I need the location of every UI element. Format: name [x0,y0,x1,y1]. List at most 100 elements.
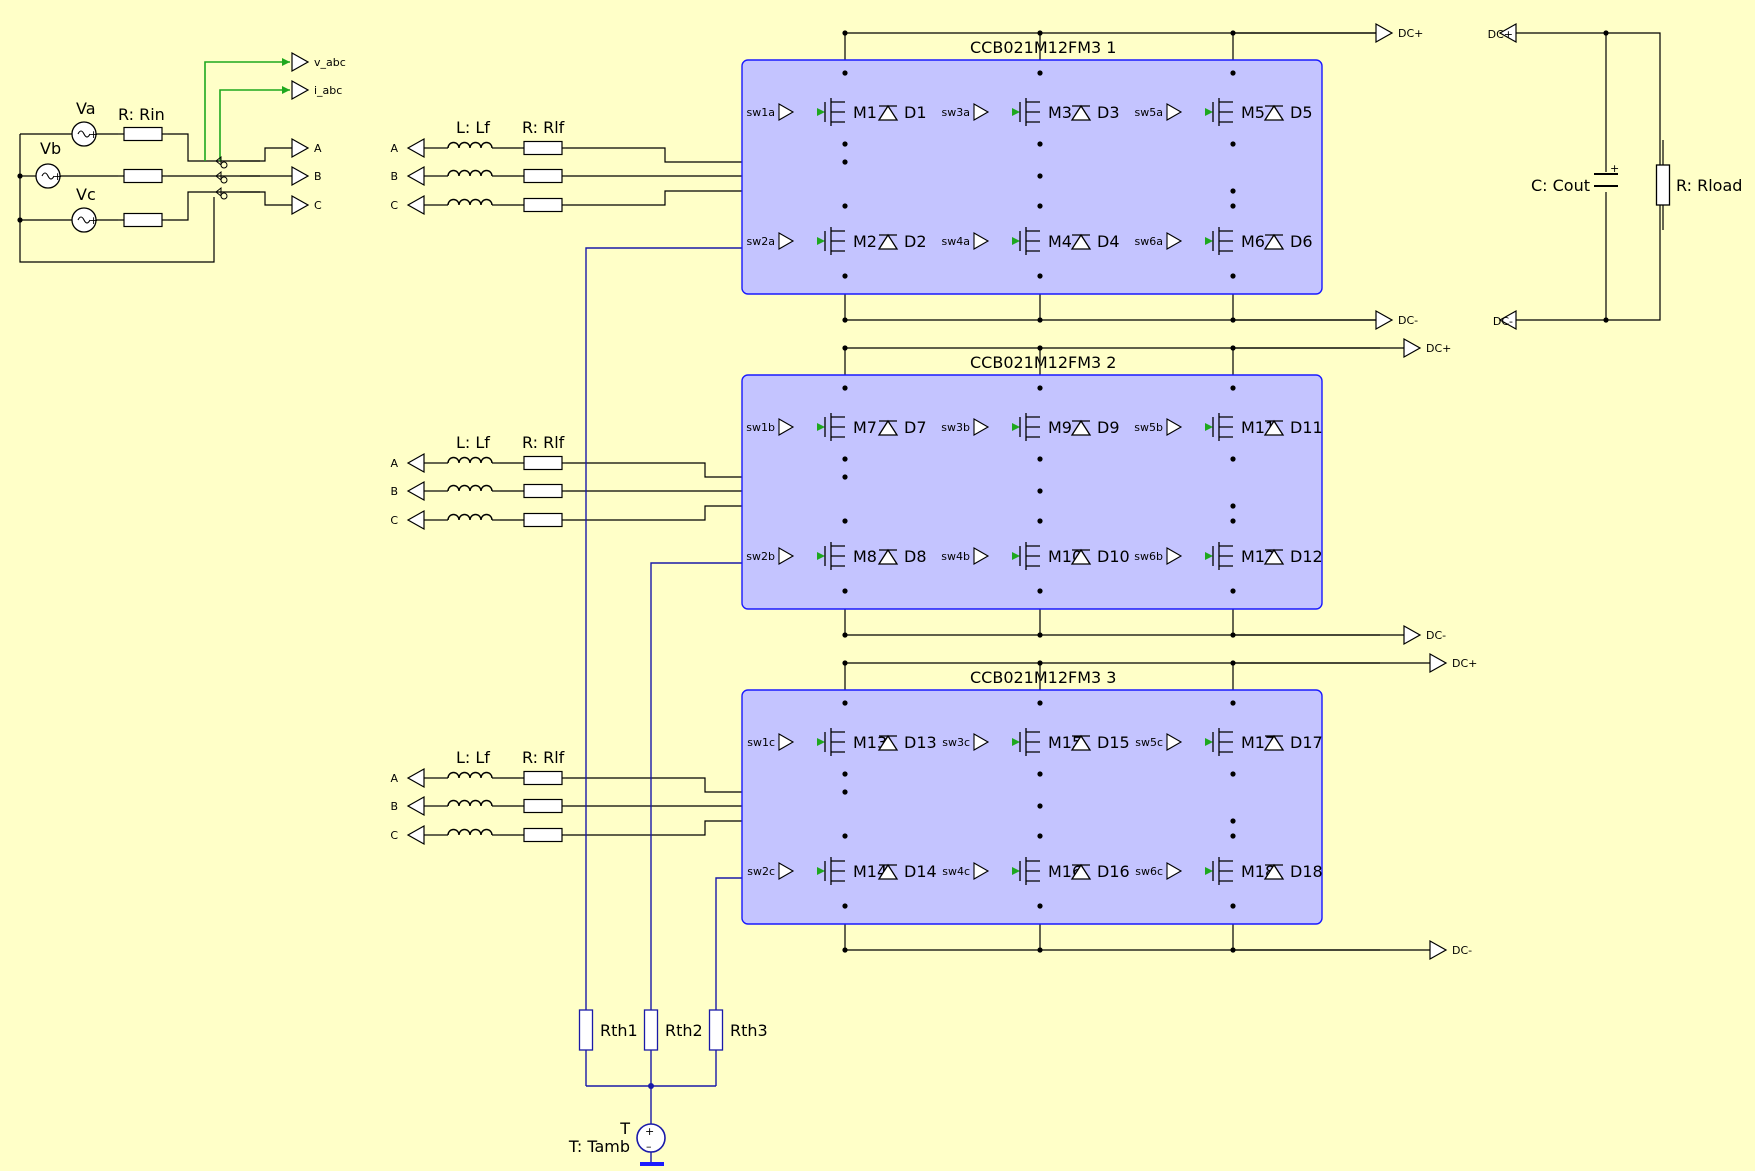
filter-resistor [523,770,563,786]
diode [1070,419,1092,436]
mosfet [1212,857,1233,885]
temperature-minus: – [646,1140,652,1153]
dc-minus-port [1375,309,1394,331]
gate-port [1166,103,1183,121]
junction-dot [1230,385,1236,391]
rin-label: R: Rin [118,105,165,124]
gate-port [778,733,795,751]
filter-resistor [523,798,563,814]
junction-dot [842,518,848,524]
junction-dot [842,771,848,777]
junction-dot [842,456,848,462]
input-resistor [123,168,163,184]
junction-dot [842,70,848,76]
junction-dot [1230,818,1236,824]
junction-dot [1230,632,1236,638]
gate-arrow [1205,738,1213,746]
mosfet-label: M9 [1048,418,1072,437]
junction-dot [842,660,848,666]
meter-wire [204,61,290,161]
diode-label: D9 [1097,418,1120,437]
junction-dot [1230,203,1236,209]
diode-label: D8 [904,547,927,566]
diode-label: D10 [1097,547,1130,566]
junction-dot [1230,456,1236,462]
temperature-source [636,1123,666,1153]
junction-dot [1230,660,1236,666]
junction-dot [842,30,848,36]
gate-port [973,547,990,565]
filter-inductor [447,799,493,807]
capacitor-label: C: Cout [1531,176,1590,195]
diode-label: D11 [1290,418,1323,437]
junction-dot [1037,518,1043,524]
diode [877,734,899,751]
ac-source-label: Va [76,99,96,118]
temperature-source-label: T: Tamb [568,1137,630,1156]
gate-port [973,232,990,250]
junction-dot [1230,30,1236,36]
ac-source-b-wave [41,172,55,180]
mosfet [1019,542,1040,570]
resistor-label: R: Rlf [522,433,565,452]
mosfet [1019,227,1040,255]
thermal-resistor [708,1009,724,1051]
resistor-label: R: Rlf [522,118,565,137]
junction-dot [1230,317,1236,323]
dc-minus-port [1403,624,1422,646]
current-sensor [220,161,228,169]
source-output-a [291,137,310,159]
gate-label: sw6b [1134,550,1163,563]
filter-input-c-label: C [390,514,398,527]
junction-dot [842,385,848,391]
ac-source-a-plus: + [89,128,98,141]
filter-resistor [523,455,563,471]
i-abc-port-label: i_abc [314,84,342,97]
temperature-plus: + [645,1125,654,1138]
filter-input-b [406,795,425,817]
gate-arrow [1012,552,1020,560]
diode [877,548,899,565]
ac-source-c-wave [77,216,91,224]
junction-dot [1037,273,1043,279]
diode [1070,233,1092,250]
mosfet [1212,728,1233,756]
source-output-b [291,165,310,187]
thermal-resistor [578,1009,594,1051]
gate-port [1166,862,1183,880]
mosfet-label: M2 [853,232,877,251]
junction-dot [17,217,23,223]
gate-label: sw1b [746,421,775,434]
junction-dot [842,203,848,209]
junction-dot [1037,173,1043,179]
mosfet-label: M6 [1241,232,1265,251]
dc-minus-port-label: DC- [1398,314,1418,327]
dc-plus-port-label: DC+ [1452,657,1477,670]
diode-label: D13 [904,733,937,752]
filter-inductor [447,771,493,779]
junction-dot [842,700,848,706]
diode [1263,233,1285,250]
mosfet-label: M13 [853,733,887,752]
ground-symbol [640,1162,664,1166]
diode [1263,734,1285,751]
inductor-label: L: Lf [456,118,490,137]
diode [877,104,899,121]
v-abc-port-label: v_abc [314,56,346,69]
gate-arrow [817,738,825,746]
diode-label: D14 [904,862,937,881]
gate-arrow [1205,552,1213,560]
junction-dot [1037,947,1043,953]
ac-source-b-plus: + [53,170,62,183]
filter-inductor [447,513,493,521]
gate-port [1166,418,1183,436]
temperature-source-name: T [619,1119,630,1138]
mosfet-label: M1 [853,103,877,122]
filter-input-a [406,137,425,159]
junction-dot [1037,141,1043,147]
diode [1070,863,1092,880]
gate-arrow [1012,237,1020,245]
wire [168,133,260,162]
junction-dot [1230,141,1236,147]
gate-label: sw4b [941,550,970,563]
